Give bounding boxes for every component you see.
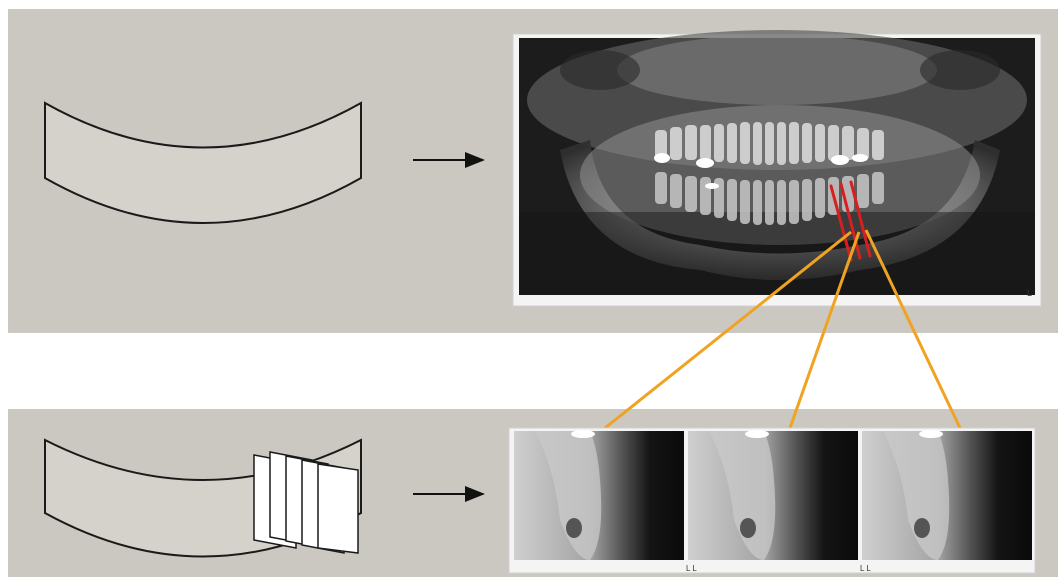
radiograph-marker-text: L [1027, 288, 1032, 298]
trough-with-slices-icon [45, 440, 361, 557]
panoramic-radiograph: L [513, 30, 1041, 306]
cross-section-image-2 [688, 430, 858, 560]
cross-section-marker-2: L L [860, 564, 871, 573]
cross-section-image-1 [514, 430, 684, 560]
cross-section-image-3 [862, 430, 1032, 560]
curved-focal-trough-icon [45, 103, 361, 223]
cross-section-marker-1: L L [686, 564, 697, 573]
